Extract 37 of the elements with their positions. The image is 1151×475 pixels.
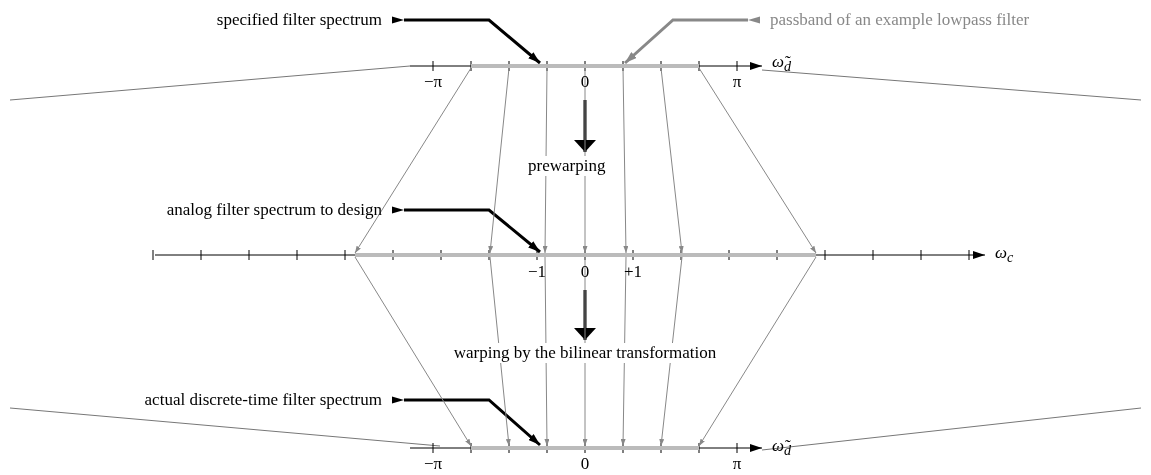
callout-text: actual discrete-time filter spectrum: [144, 390, 382, 410]
axis-tick-label: −π: [423, 454, 443, 474]
passband-bar: [471, 64, 699, 68]
mapping-arrow: [354, 256, 472, 447]
mapping-arrow: [489, 256, 511, 447]
axis-label: ω̃$_{d}$: [772, 52, 792, 77]
callout-text: specified filter spectrum: [216, 10, 382, 30]
axis-tick-label: 0: [580, 262, 590, 282]
mapping-arrow: [542, 67, 548, 254]
mapping-arrow: [488, 67, 510, 254]
mapping-arrow: [698, 67, 817, 254]
leader-line: [392, 396, 541, 447]
axis-tick-label: 0: [580, 72, 590, 92]
axis-tick-label: π: [732, 454, 742, 474]
axis-tick-label: +1: [623, 262, 643, 282]
callout-text: passband of an example lowpass filter: [770, 10, 1030, 30]
mapping-arrow: [544, 256, 550, 447]
leader-line: [392, 206, 541, 254]
axis-tick-label: −π: [423, 72, 443, 92]
mapping-arrow: [698, 256, 817, 447]
axis-tick-label: −1: [527, 262, 547, 282]
mapping-arrow: [659, 256, 683, 447]
axis-tick-label: 0: [580, 454, 590, 474]
leader-line: [624, 16, 760, 65]
annotation-text: warping by the bilinear transformation: [453, 343, 717, 363]
mapping-arrow: [622, 67, 629, 254]
mapping-arrow: [620, 256, 627, 447]
axis-label: ω$_{c}$: [995, 243, 1014, 268]
leader-line: [392, 16, 541, 65]
passband-bar: [471, 446, 699, 450]
annotation-text: prewarping: [528, 156, 606, 176]
mapping-arrow: [354, 67, 472, 254]
axis-label: ω̃$_{d}$: [772, 436, 792, 461]
axis-tick-label: π: [732, 72, 742, 92]
mapping-arrow: [660, 67, 684, 254]
callout-text: analog filter spectrum to design: [166, 200, 382, 220]
passband-bar: [355, 253, 816, 257]
